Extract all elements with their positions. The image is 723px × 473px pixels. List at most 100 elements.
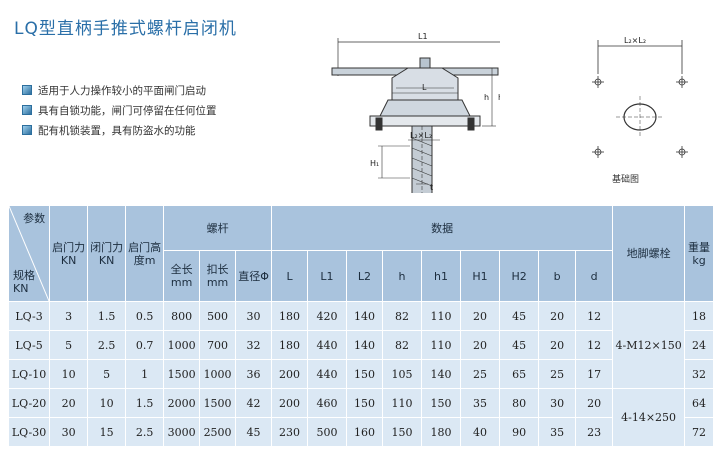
header-d: d	[575, 250, 614, 302]
feature-text: 配有机锁装置，具有防盗水的功能	[38, 124, 196, 137]
cell: 105	[381, 359, 423, 389]
header-diameter: 直径Φ	[235, 250, 273, 302]
cell: 2500	[199, 417, 237, 447]
cell-weight: 18	[684, 301, 714, 331]
cell: 12	[575, 330, 614, 360]
header-L1: L1	[306, 250, 348, 302]
cell-anchor-bolt: 4-14×250	[612, 388, 686, 447]
cell: 5	[49, 330, 89, 360]
header-screw-group: 螺杆	[163, 205, 273, 251]
cell-model: LQ-3	[7, 301, 51, 331]
header-thread-length: 扣长mm	[199, 250, 237, 302]
cell: 230	[271, 417, 308, 447]
cell: 1	[125, 359, 165, 389]
cell: 1000	[163, 330, 201, 360]
feature-text: 适用于人力操作较小的平面闸门启动	[38, 84, 206, 97]
cell: 1500	[199, 388, 237, 418]
table-row: LQ-30 30 15 2.5 3000 2500 45 230 500 160…	[7, 417, 714, 447]
cell: 140	[346, 301, 383, 331]
dim-label-L: L	[422, 83, 427, 92]
cell: 700	[199, 330, 237, 360]
header-data-group: 数据	[271, 205, 614, 251]
table-row: LQ-5 5 2.5 0.7 1000 700 32 180 440 140 8…	[7, 330, 714, 360]
cell: 32	[235, 330, 273, 360]
base-plan-drawing: L₂×L₂	[592, 36, 688, 158]
cell: 150	[420, 388, 462, 418]
cell: 140	[420, 359, 462, 389]
header-H1: H1	[460, 250, 501, 302]
square-bullet-icon	[22, 125, 32, 135]
header-open-height: 启门高度m	[125, 205, 165, 302]
cell: 1500	[163, 359, 201, 389]
cell: 5	[87, 359, 127, 389]
cell: 200	[271, 388, 308, 418]
cell: 110	[381, 388, 423, 418]
page-title: LQ型直柄手推式螺杆启闭机	[14, 19, 237, 39]
header-h: h	[381, 250, 423, 302]
cell: 110	[420, 330, 462, 360]
cell: 15	[87, 417, 127, 447]
cell: 10	[87, 388, 127, 418]
cell: 82	[381, 330, 423, 360]
cell: 80	[499, 388, 540, 418]
header-anchor-bolt: 地脚螺栓	[612, 205, 686, 302]
cell: 800	[163, 301, 201, 331]
cell: 110	[420, 301, 462, 331]
cell: 90	[499, 417, 540, 447]
feature-item: 配有机锁装置，具有防盗水的功能	[22, 120, 217, 140]
cell: 420	[306, 301, 348, 331]
cell: 65	[499, 359, 540, 389]
base-dim-label: L₂×L₂	[624, 36, 646, 45]
dim-label-L2: L₂×L₂	[410, 131, 432, 140]
dim-label-t: t	[430, 183, 433, 192]
cell: 40	[460, 417, 501, 447]
cell: 25	[538, 359, 577, 389]
cell: 30	[538, 388, 577, 418]
hoist-drawing: L1 L L₂×L₂ h h H₁ t	[331, 32, 500, 193]
dim-label-h1: h	[498, 93, 500, 102]
cell: 35	[460, 388, 501, 418]
table-row: LQ-3 3 1.5 0.5 800 500 30 180 420 140 82…	[7, 301, 714, 389]
cell: 460	[306, 388, 348, 418]
cell: 23	[575, 417, 614, 447]
cell: 160	[346, 417, 383, 447]
header-b: b	[538, 250, 577, 302]
feature-item: 具有自锁功能，闸门可停留在任何位置	[22, 100, 217, 120]
corner-diagonal	[9, 206, 49, 301]
header-h1: h1	[420, 250, 462, 302]
cell: 20	[49, 388, 89, 418]
cell: 17	[575, 359, 614, 389]
feature-item: 适用于人力操作较小的平面闸门启动	[22, 80, 217, 100]
cell: 440	[306, 330, 348, 360]
cell: 20	[538, 330, 577, 360]
cell: 440	[306, 359, 348, 389]
table-row: LQ-20 20 10 1.5 2000 1500 42 200 460 150…	[7, 388, 714, 447]
cell-model: LQ-20	[7, 388, 51, 418]
cell: 200	[271, 359, 308, 389]
cell: 500	[306, 417, 348, 447]
cell-anchor-bolt: 4-M12×150	[612, 301, 686, 389]
cell: 45	[499, 301, 540, 331]
cell: 2.5	[87, 330, 127, 360]
cell-model: LQ-5	[7, 330, 51, 360]
spec-table: 参数 规格 KN 启门力KN 闭门力KN 启门高度m 螺杆 数据 地脚螺栓 重量…	[7, 205, 714, 447]
cell: 20	[575, 388, 614, 418]
cell: 30	[235, 301, 273, 331]
dim-label-H1: H₁	[370, 159, 379, 168]
cell: 180	[271, 330, 308, 360]
cell: 35	[538, 417, 577, 447]
dim-label-h: h	[484, 93, 489, 102]
cell: 45	[499, 330, 540, 360]
corner-bottom-label: 规格 KN	[13, 269, 35, 295]
cell: 20	[538, 301, 577, 331]
feature-list: 适用于人力操作较小的平面闸门启动 具有自锁功能，闸门可停留在任何位置 配有机锁装…	[22, 80, 217, 140]
cell: 10	[49, 359, 89, 389]
cell: 1.5	[87, 301, 127, 331]
cell: 150	[346, 388, 383, 418]
square-bullet-icon	[22, 105, 32, 115]
header-total-length: 全长mm	[163, 250, 201, 302]
cell: 45	[235, 417, 273, 447]
cell-weight: 64	[684, 388, 714, 418]
cell-model: LQ-30	[7, 417, 51, 447]
corner-header: 参数 规格 KN	[7, 205, 51, 302]
